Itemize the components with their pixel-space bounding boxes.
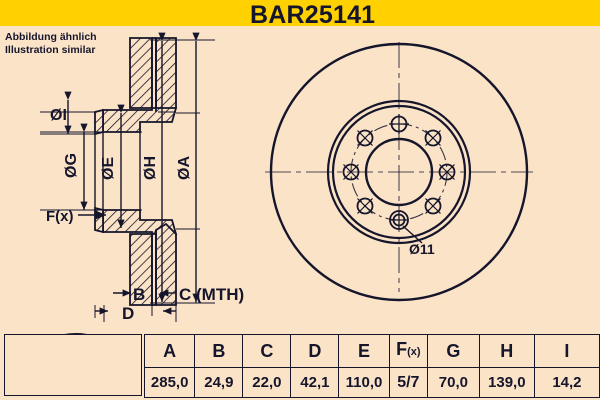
table-value-b: 24,9 (194, 367, 244, 398)
label-dia-e: ØE (100, 157, 117, 180)
label-fx: F(x) (46, 208, 74, 225)
table-value-row: 285,0 24,9 22,0 42,1 110,0 5/7 70,0 139,… (143, 367, 600, 398)
table-value-a: 285,0 (143, 367, 196, 398)
label-dia-i: ØI (50, 107, 67, 124)
fx-main: F (396, 339, 408, 359)
table-value-fx: 5/7 (388, 367, 428, 398)
table-value-c: 22,0 (242, 367, 292, 398)
label-c-mth: C (MTH) (179, 285, 244, 304)
spec-table: A B C D E F(x) G H I 285,0 24,9 22,0 42,… (143, 334, 600, 398)
page-title: BAR25141 (250, 1, 376, 29)
photo-cell-frame (4, 334, 142, 396)
table-value-d: 42,1 (290, 367, 340, 398)
table-header-d: D (290, 334, 340, 368)
label-d: D (122, 304, 134, 323)
table-header-b: B (194, 334, 244, 368)
table-value-h: 139,0 (478, 367, 535, 398)
face-view-geometry (265, 42, 533, 302)
label-dia-11: Ø11 (409, 241, 435, 257)
table-header-row: A B C D E F(x) G H I (143, 334, 600, 368)
label-dia-h: ØH (142, 156, 159, 180)
table-value-i: 14,2 (533, 367, 600, 398)
table-value-g: 70,0 (426, 367, 480, 398)
illustration-note-de: Abbildung ähnlich (5, 31, 97, 43)
label-b: B (133, 285, 145, 304)
label-dia-g: ØG (63, 153, 80, 178)
header-banner (0, 0, 600, 26)
table-header-c: C (242, 334, 292, 368)
illustration-note-en: Illustration similar (5, 43, 96, 56)
fx-sub: (x) (407, 346, 421, 358)
bolt-hole-group (342, 114, 456, 230)
table-header-h: H (478, 334, 535, 368)
table-header-i: I (533, 334, 600, 368)
table-header-g: G (426, 334, 480, 368)
table-value-e: 110,0 (338, 367, 390, 398)
section-dimension-lines (40, 32, 215, 322)
table-header-a: A (143, 334, 196, 368)
table-header-fx: F(x) (388, 334, 428, 368)
label-dia-a: ØA (176, 156, 193, 180)
table-header-e: E (338, 334, 390, 368)
illustration-note: Abbildung ähnlich Illustration similar (5, 31, 97, 56)
